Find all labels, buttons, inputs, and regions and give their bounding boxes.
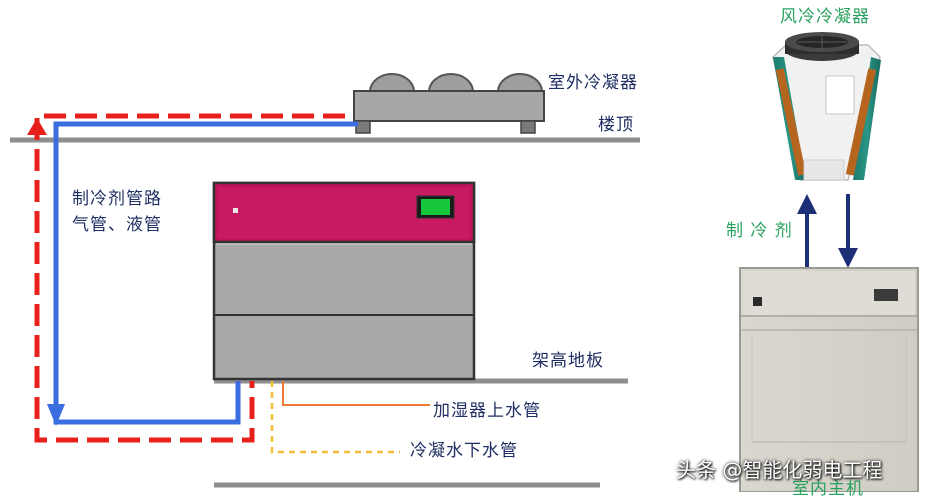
rooftop-label: 楼顶 xyxy=(598,115,634,135)
unit-indicator xyxy=(233,208,238,213)
raised-floor-label: 架高地板 xyxy=(532,351,604,371)
condensate-drain-label: 冷凝水下水管 xyxy=(410,441,518,461)
condensate-drain-pipe xyxy=(270,381,400,454)
red-dashed-loop xyxy=(34,113,345,443)
indoor-ac-unit xyxy=(212,181,476,381)
humidifier-inlet-label: 加湿器上水管 xyxy=(433,401,541,421)
blue-pipe-arrowhead xyxy=(47,404,65,426)
air-cooled-condenser xyxy=(772,32,881,181)
outdoor-condenser-label: 室外冷凝器 xyxy=(548,73,638,93)
refrigerant-down-arrowhead xyxy=(838,248,858,268)
unit-control-panel xyxy=(874,289,898,301)
refrigerant-up-arrowhead xyxy=(797,194,817,214)
humidifier-inlet-pipe xyxy=(282,381,430,406)
red-loop-arrowhead xyxy=(27,118,47,135)
unit-badge xyxy=(753,297,762,306)
watermark: 头条 @智能化弱电工程 xyxy=(676,458,883,482)
indoor-main-unit xyxy=(739,267,919,492)
air-cooled-condenser-label: 风冷冷凝器 xyxy=(780,7,870,27)
refrigerant-pipe-label-line1: 制冷剂管路 xyxy=(72,189,162,209)
refrigerant-label: 制 冷 剂 xyxy=(726,221,793,241)
refrigerant-pipe-label-line2: 气管、液管 xyxy=(72,215,162,235)
outdoor-condenser-unit xyxy=(353,73,545,134)
